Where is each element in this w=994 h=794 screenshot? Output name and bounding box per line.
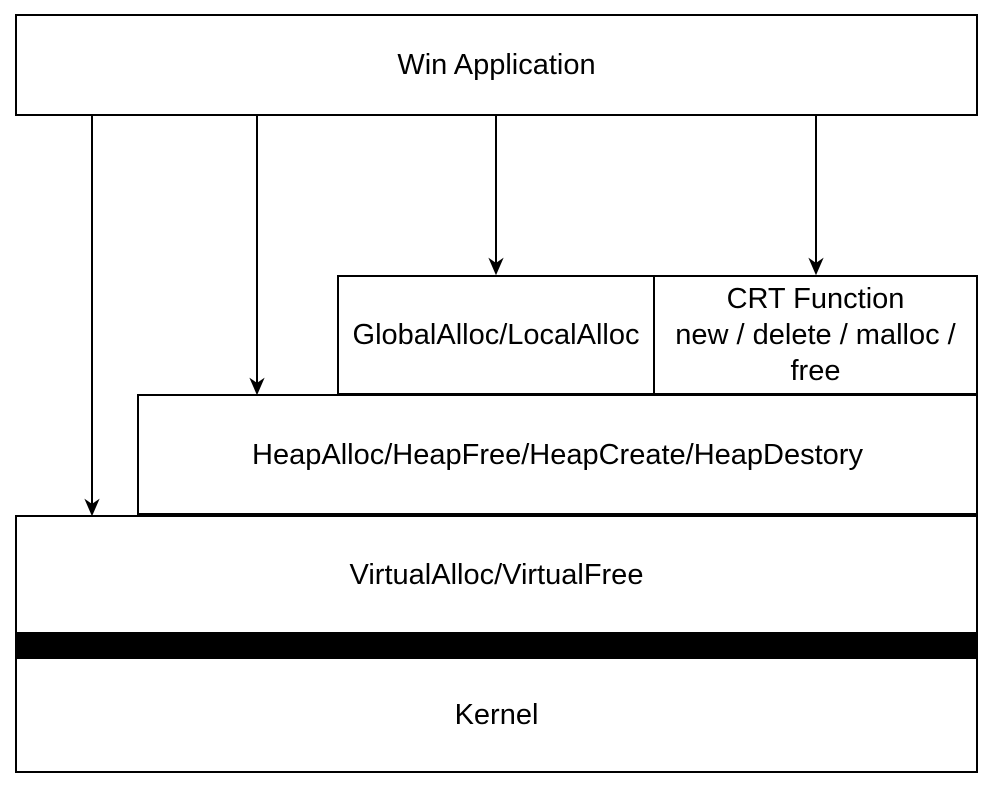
globalalloc-localalloc-label: GlobalAlloc/LocalAlloc	[352, 319, 640, 351]
arrow-win-to-heapalloc	[249, 116, 265, 396]
crt-function-box: CRT Function new / delete / malloc / fre…	[655, 275, 978, 395]
win-application-label: Win Application	[397, 49, 596, 81]
globalalloc-localalloc-box: GlobalAlloc/LocalAlloc	[337, 275, 655, 395]
arrow-win-to-virtualalloc	[84, 116, 100, 517]
arrow-win-to-crt	[808, 116, 824, 276]
crt-function-label: CRT Function new / delete / malloc / fre…	[675, 281, 955, 389]
virtualalloc-label: VirtualAlloc/VirtualFree	[349, 558, 644, 591]
heapalloc-label: HeapAlloc/HeapFree/HeapCreate/HeapDestor…	[252, 438, 863, 471]
heapalloc-box: HeapAlloc/HeapFree/HeapCreate/HeapDestor…	[137, 394, 978, 515]
crt-function-line-1: CRT Function	[726, 283, 905, 315]
kernel-label: Kernel	[454, 699, 539, 731]
crt-function-line-2: new / delete / malloc /	[675, 319, 956, 351]
virtualalloc-box: VirtualAlloc/VirtualFree	[15, 515, 978, 634]
kernel-box: Kernel	[15, 657, 978, 773]
crt-function-line-3: free	[790, 355, 841, 387]
win-application-box: Win Application	[15, 14, 978, 116]
arrow-win-to-globalalloc	[488, 116, 504, 276]
kernel-boundary-bar	[15, 634, 978, 657]
